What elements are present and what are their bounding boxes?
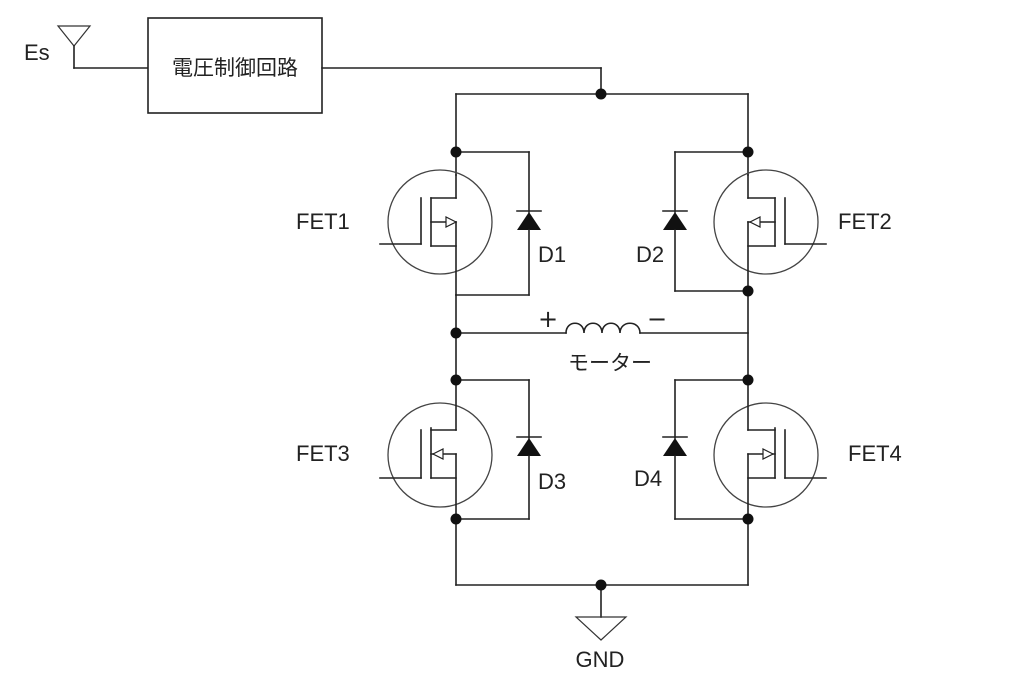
top-rail: [455, 93, 749, 176]
ground-label: GND: [576, 647, 625, 672]
voltage-control-circuit-box: [147, 17, 323, 114]
fet4: [713, 379, 827, 586]
diode-d1: [455, 151, 542, 296]
bottom-rail: [455, 584, 749, 641]
junction-dot: [450, 146, 462, 158]
fet1-body: [387, 169, 493, 275]
motor-branch: [455, 290, 749, 381]
junction-dot: [595, 579, 607, 591]
fet2-body: [713, 169, 819, 275]
junction-dot: [450, 513, 462, 525]
fet3-body: [387, 402, 493, 508]
fet2: [713, 169, 827, 296]
junction-dot: [450, 327, 462, 339]
supply-symbol: [56, 25, 92, 47]
diode-d4: [662, 379, 749, 520]
motor-plus-label: +: [538, 305, 558, 333]
motor-label: モーター: [568, 351, 652, 375]
voltage-control-circuit-label: 電圧制御回路: [172, 56, 298, 80]
junction-dot: [450, 374, 462, 386]
supply-terminal: [56, 25, 149, 69]
junction-dot: [742, 146, 754, 158]
d1-label: D1: [538, 242, 566, 267]
supply-label: Es: [24, 40, 50, 65]
diode-d3: [455, 379, 542, 520]
fet4-body: [713, 402, 819, 508]
junction-dots: [450, 88, 754, 591]
ground-symbol: [574, 616, 628, 641]
d4-label: D4: [634, 466, 662, 491]
fet3-label: FET3: [296, 441, 350, 466]
fet3: [379, 379, 493, 586]
fet1-label: FET1: [296, 209, 350, 234]
junction-dot: [595, 88, 607, 100]
junction-dot: [742, 513, 754, 525]
d3-label: D3: [538, 469, 566, 494]
controller-output-wire: [321, 67, 602, 95]
fet4-label: FET4: [848, 441, 902, 466]
diode-d2: [662, 151, 749, 292]
fet1: [379, 169, 493, 296]
junction-dot: [742, 374, 754, 386]
d2-label: D2: [636, 242, 664, 267]
junction-dot: [742, 285, 754, 297]
motor-minus-label: −: [647, 305, 667, 333]
motor-coil: [565, 322, 641, 334]
fet2-label: FET2: [838, 209, 892, 234]
